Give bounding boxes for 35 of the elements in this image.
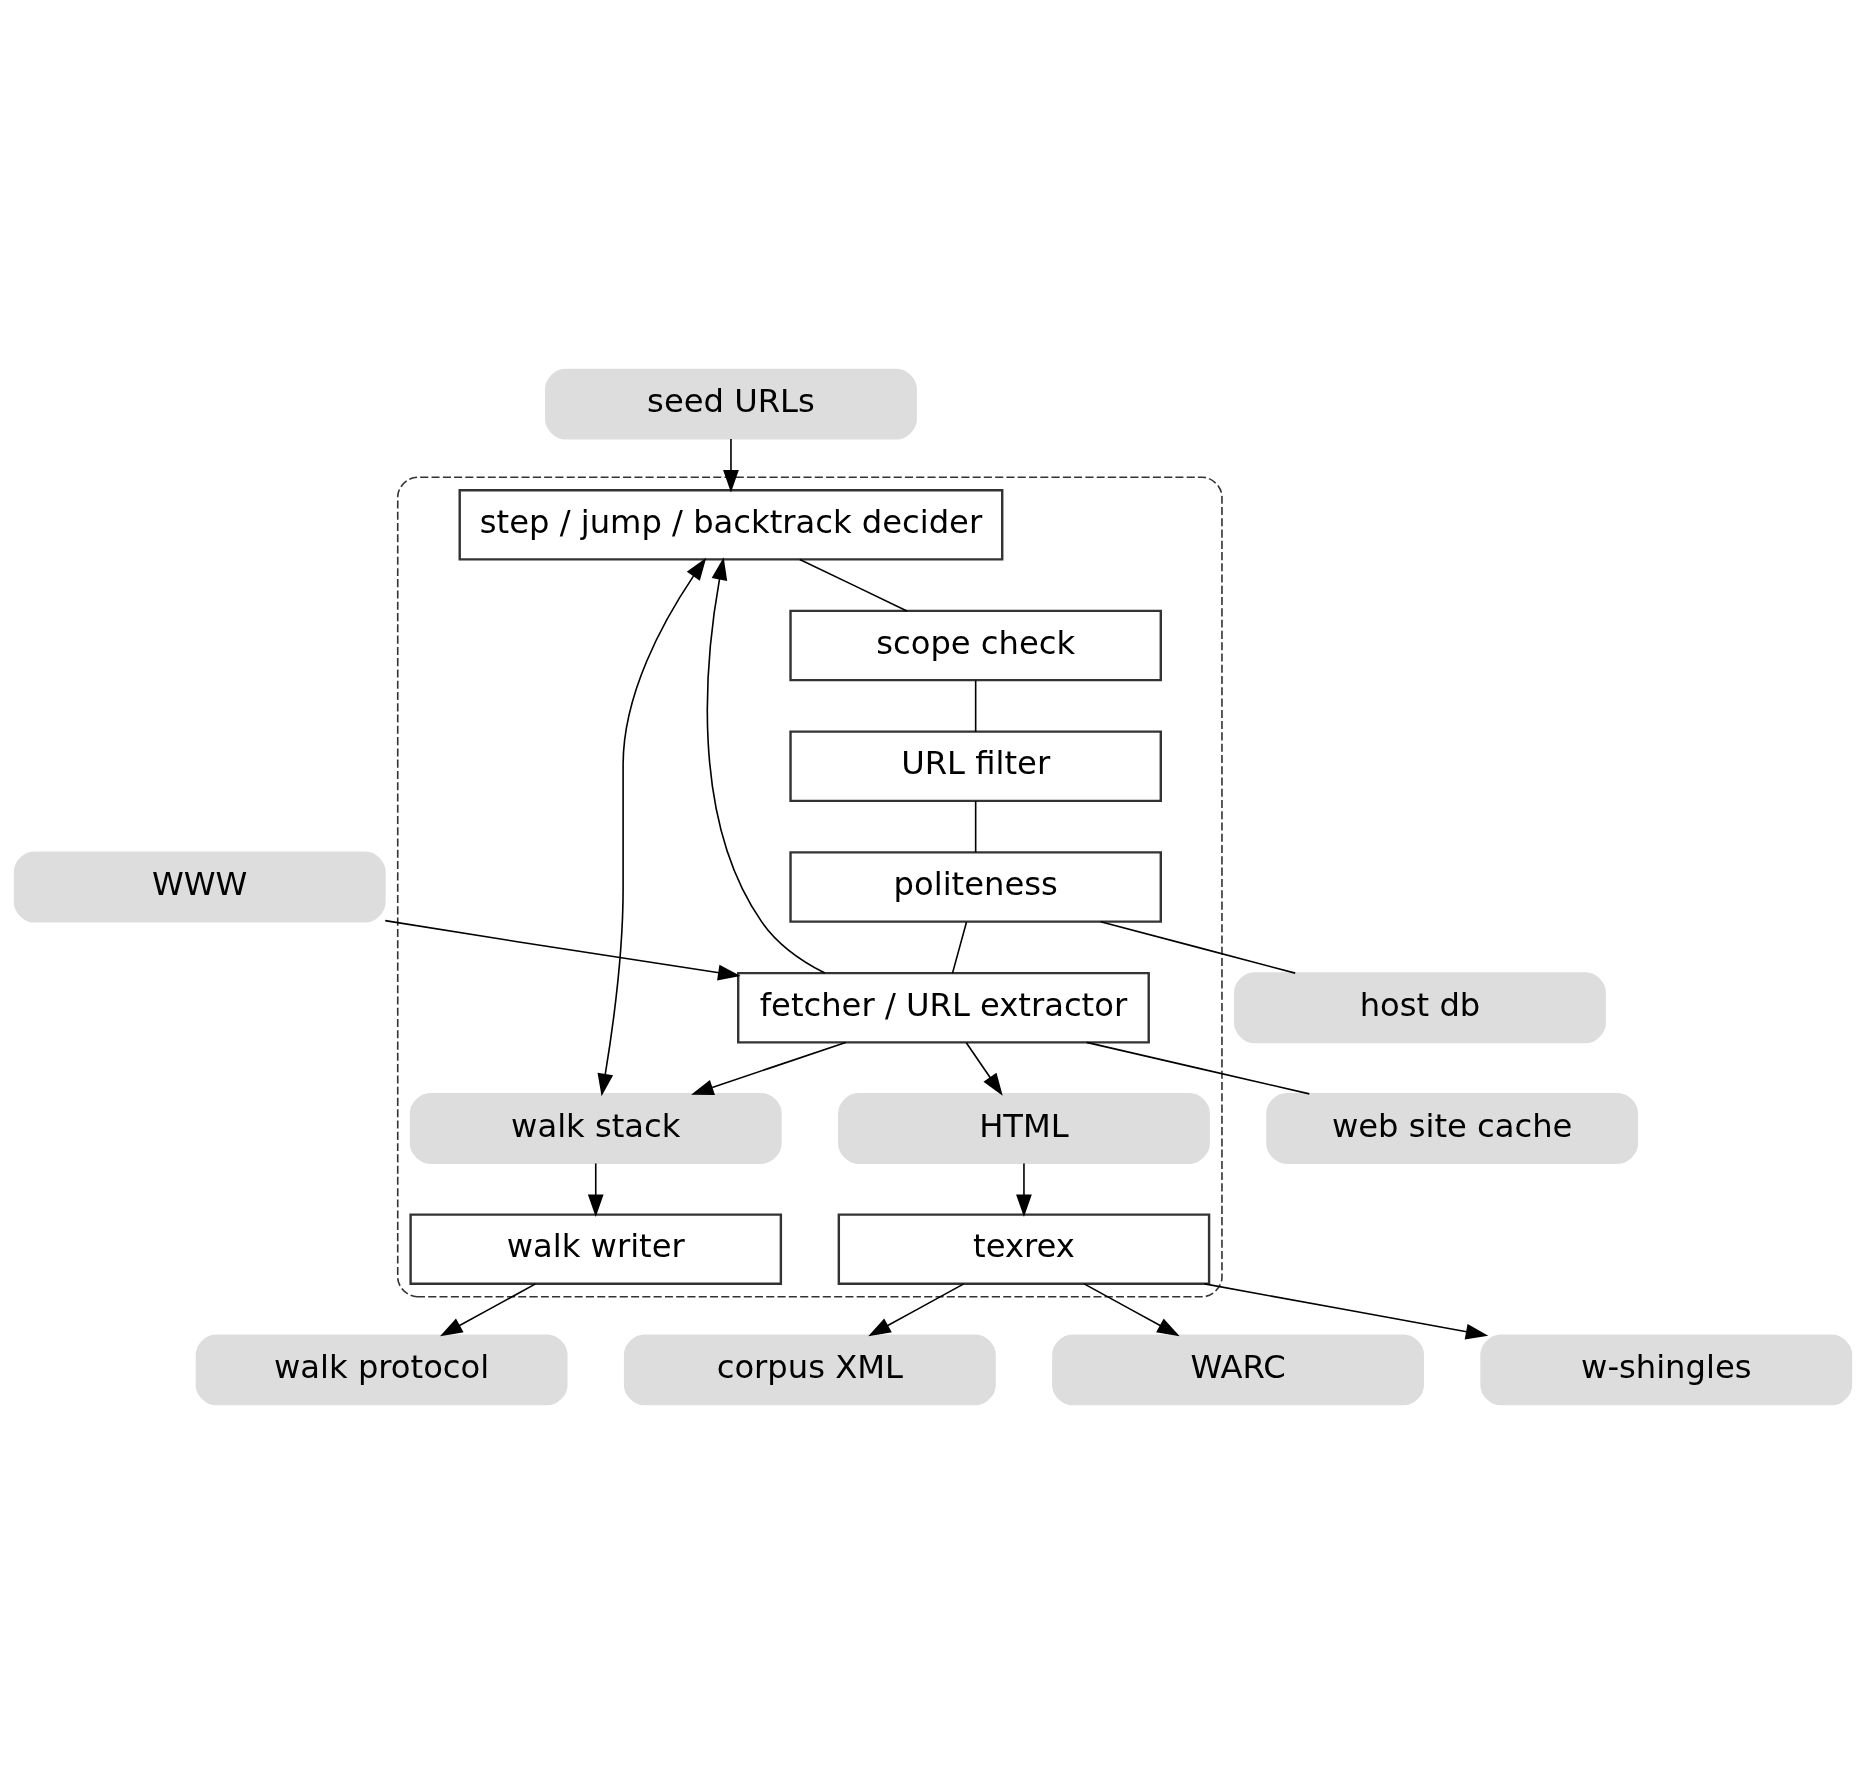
- node-box: step / jump / backtrack decider: [458, 488, 1004, 561]
- connector: [798, 558, 908, 612]
- node-box: WARC: [1052, 1334, 1424, 1405]
- node-box: WWW: [13, 851, 386, 922]
- node-box: HTML: [838, 1092, 1210, 1164]
- arrow: [1083, 1282, 1180, 1336]
- connector: [974, 799, 977, 853]
- node-box: texrex: [837, 1212, 1211, 1285]
- node-box: web site cache: [1266, 1092, 1639, 1164]
- connector: [1099, 920, 1296, 974]
- arrow: [723, 437, 739, 493]
- arrow: [691, 1041, 847, 1095]
- node-box: walk stack: [409, 1092, 782, 1164]
- arrow: [384, 919, 741, 980]
- node-box: walk writer: [409, 1212, 783, 1285]
- arrow: [868, 1282, 965, 1336]
- arrow: [1016, 1162, 1032, 1217]
- node-box: fetcher / URL extractor: [737, 971, 1150, 1044]
- arrow: [587, 1162, 604, 1217]
- connector: [974, 679, 977, 732]
- arrow: [706, 556, 826, 974]
- node-box: URL filter: [789, 729, 1162, 802]
- connector: [951, 920, 968, 974]
- node-box: politeness: [789, 850, 1162, 923]
- node-box: corpus XML: [623, 1334, 996, 1405]
- arrow: [965, 1041, 1003, 1096]
- connector: [1085, 1041, 1311, 1095]
- node-box: walk protocol: [195, 1334, 568, 1405]
- node-box: seed URLs: [545, 368, 917, 439]
- node-box: scope check: [789, 609, 1162, 681]
- arrow: [597, 557, 707, 1096]
- arrow: [1203, 1282, 1489, 1339]
- node-box: w-shingles: [1480, 1334, 1853, 1405]
- node-box: host db: [1234, 971, 1606, 1043]
- cluster: [396, 476, 1223, 1297]
